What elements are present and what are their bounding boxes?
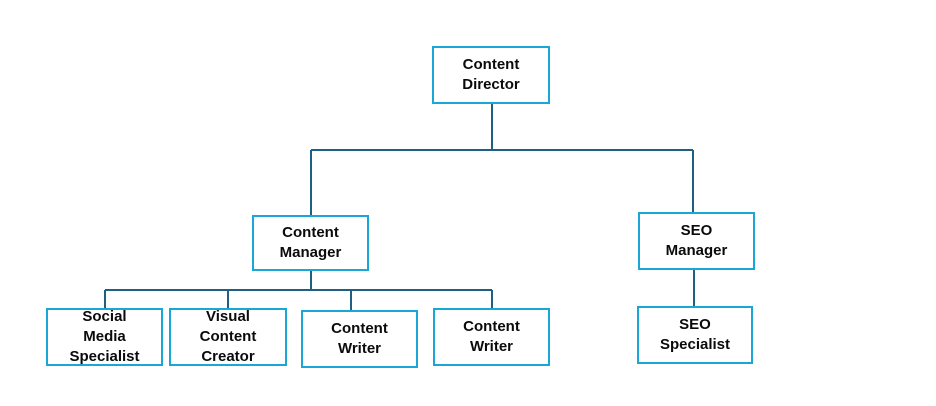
social-media-specialist-box[interactable]: Social Media Specialist: [46, 308, 163, 366]
social-media-specialist-label: Social Media Specialist: [69, 308, 140, 365]
content-writer-label: Content Writer: [463, 318, 520, 355]
content-director-label: Content Director: [462, 56, 520, 93]
content-manager-box[interactable]: Content Manager: [252, 215, 369, 271]
seo-manager-label: SEO Manager: [665, 222, 728, 259]
content-writer-box[interactable]: Content Writer: [301, 310, 418, 368]
visual-content-creator-box[interactable]: Visual Content Creator: [169, 308, 287, 366]
content-writer-box[interactable]: Content Writer: [433, 308, 550, 366]
seo-specialist-box[interactable]: SEO Specialist: [637, 306, 753, 364]
content-director-box[interactable]: Content Director: [432, 46, 550, 104]
seo-manager-box[interactable]: SEO Manager: [638, 212, 755, 270]
content-writer-label: Content Writer: [331, 320, 388, 357]
seo-specialist-label: SEO Specialist: [659, 316, 731, 353]
visual-content-creator-label: Visual Content Creator: [199, 308, 257, 365]
content-manager-label: Content Manager: [279, 224, 342, 261]
